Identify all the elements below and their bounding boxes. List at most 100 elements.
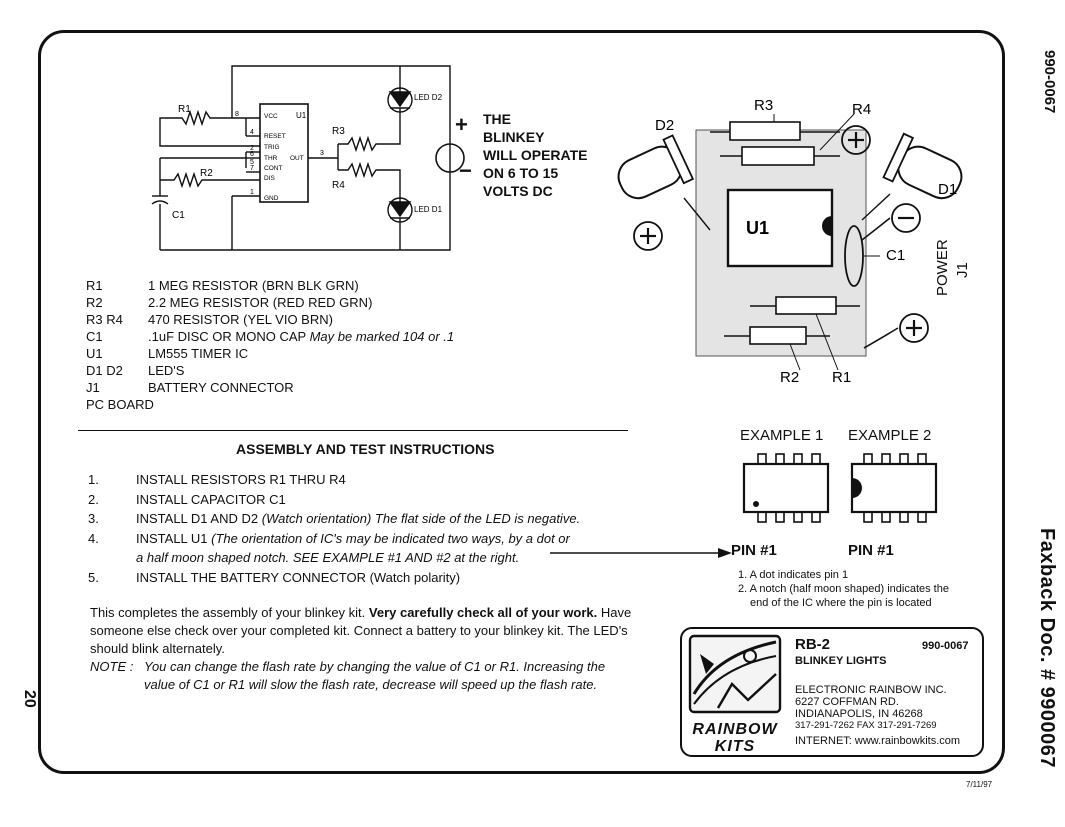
note-line: value of C1 or R1 will slow the flash ra… bbox=[144, 677, 598, 692]
part-desc: .1uF DISC OR MONO CAP bbox=[148, 329, 306, 344]
battery-note-line: THE bbox=[483, 111, 511, 127]
step-note-continued: a half moon shaped notch. SEE EXAMPLE #1… bbox=[136, 550, 520, 565]
step-text: INSTALL U1 bbox=[136, 530, 208, 546]
sch-pin1: 1 bbox=[250, 189, 254, 196]
example-note: 2. A notch (half moon shaped) indicates … bbox=[738, 583, 949, 595]
board-r2-label: R2 bbox=[780, 369, 799, 386]
part-ref: J1 bbox=[86, 380, 100, 395]
step-text: INSTALL THE BATTERY CONNECTOR (Watch pol… bbox=[136, 569, 461, 585]
phone-fax: 317-291-7262 FAX 317-291-7269 bbox=[795, 720, 937, 731]
example-1-pin1-label: PIN #1 bbox=[731, 542, 777, 559]
board-c1-label: C1 bbox=[886, 247, 905, 264]
step-number: 5. bbox=[88, 569, 99, 585]
part-ref: C1 bbox=[86, 329, 103, 344]
para-bold: Very carefully check all of your work. bbox=[368, 605, 598, 620]
part-desc: 2.2 MEG RESISTOR (RED RED GRN) bbox=[148, 295, 373, 310]
sch-led-d2-label: LED D2 bbox=[414, 93, 443, 102]
sch-pin3: 3 bbox=[320, 150, 324, 157]
product-info-box bbox=[680, 627, 984, 757]
para-lead: This completes the assembly of your blin… bbox=[90, 605, 369, 620]
parts-row: PC BOARD bbox=[86, 396, 454, 413]
battery-note-line: WILL OPERATE bbox=[483, 147, 588, 163]
print-date: 7/11/97 bbox=[966, 780, 993, 789]
part-ref: PC BOARD bbox=[86, 397, 154, 412]
step-text: INSTALL RESISTORS R1 THRU R4 bbox=[136, 472, 346, 487]
board-r4-label: R4 bbox=[852, 101, 871, 118]
page-number: 20 bbox=[21, 690, 38, 708]
pc-board-diagram: D2 R3 R4 D1 U1 C1 R2 R1 bbox=[617, 97, 963, 386]
sch-r2-label: R2 bbox=[200, 168, 213, 179]
parts-row: R1 1 MEG RESISTOR (BRN BLK GRN) bbox=[86, 277, 454, 294]
logo-line-1: RAINBOW bbox=[692, 721, 778, 738]
sch-r3-label: R3 bbox=[332, 126, 345, 137]
sch-u1-label: U1 bbox=[296, 111, 307, 120]
part-ref: R1 bbox=[86, 278, 103, 293]
part-ref: R2 bbox=[86, 295, 103, 310]
company-address: ELECTRONIC RAINBOW INC. 6227 COFFMAN RD.… bbox=[795, 684, 960, 747]
battery-plus-sign: + bbox=[455, 112, 468, 137]
instruction-step: 2.INSTALL CAPACITOR C1 bbox=[88, 490, 580, 510]
example-1-title: EXAMPLE 1 bbox=[740, 427, 824, 444]
page-border bbox=[38, 30, 1005, 774]
battery-voltage-note: THE BLINKEY WILL OPERATE ON 6 TO 15 VOLT… bbox=[483, 110, 587, 200]
para-line: someone else check over your completed k… bbox=[90, 623, 628, 638]
part-ref: U1 bbox=[86, 346, 103, 361]
instruction-step: 5. INSTALL THE BATTERY CONNECTOR (Watch p… bbox=[88, 568, 580, 588]
part-note: May be marked 104 or .1 bbox=[309, 329, 455, 344]
step-number: 4. bbox=[88, 530, 99, 546]
doc-number-top: 990-0067 bbox=[1041, 50, 1058, 114]
step-number: 3. bbox=[88, 511, 99, 526]
board-r1-label: R1 bbox=[832, 369, 851, 386]
para-rest: Have bbox=[597, 605, 632, 620]
instructions-title: ASSEMBLY AND TEST INSTRUCTIONS bbox=[236, 441, 495, 457]
part-desc: 1 MEG RESISTOR (BRN BLK GRN) bbox=[148, 278, 359, 293]
part-desc: LED'S bbox=[148, 363, 185, 378]
address-line: 6227 COFFMAN RD. bbox=[795, 696, 899, 708]
example-notes: 1. A dot indicates pin 1 2. A notch (hal… bbox=[738, 568, 949, 610]
board-d1-label: D1 bbox=[938, 181, 957, 198]
instruction-step-continued: a half moon shaped notch. SEE EXAMPLE #1… bbox=[88, 548, 580, 568]
step-note: (Watch orientation) The flat side of the… bbox=[261, 511, 581, 526]
sch-pin7: 7 bbox=[250, 165, 254, 172]
address-line: INDIANAPOLIS, IN 46268 bbox=[795, 708, 923, 720]
product-name: BLINKEY LIGHTS bbox=[795, 655, 887, 667]
board-power-label: POWER bbox=[934, 239, 951, 296]
step-note: (The orientation of IC's may be indicate… bbox=[211, 530, 570, 546]
battery-note-line: VOLTS DC bbox=[483, 183, 553, 199]
internet-link: INTERNET: www.rainbowkits.com bbox=[795, 735, 961, 747]
board-r3-label: R3 bbox=[754, 97, 773, 114]
note-label: NOTE : bbox=[90, 659, 134, 674]
part-ref: R3 R4 bbox=[86, 312, 123, 327]
board-u1-label: U1 bbox=[746, 218, 769, 238]
logo-line-2: KITS bbox=[714, 738, 756, 755]
parts-row: J1 BATTERY CONNECTOR bbox=[86, 379, 454, 396]
parts-row: R3 R4 470 RESISTOR (YEL VIO BRN) bbox=[86, 311, 454, 328]
instruction-step: 1.INSTALL RESISTORS R1 THRU R4 bbox=[88, 470, 580, 490]
example-arrow bbox=[550, 548, 732, 558]
sch-pin6: 6 bbox=[250, 151, 254, 158]
part-desc: BATTERY CONNECTOR bbox=[148, 380, 294, 395]
battery-note-line: BLINKEY bbox=[483, 129, 545, 145]
sch-gnd: GND bbox=[264, 195, 279, 202]
schematic-diagram: R1 R2 R3 R4 C1 U1 LED D2 LED D1 8 4 2 6 … bbox=[151, 65, 451, 251]
board-d2-label: D2 bbox=[655, 117, 674, 134]
sch-out: OUT bbox=[290, 155, 304, 162]
sch-c1-label: C1 bbox=[172, 210, 185, 221]
part-desc: 470 RESISTOR (YEL VIO BRN) bbox=[148, 312, 333, 327]
example-2-pin1-label: PIN #1 bbox=[848, 542, 894, 559]
step-text: INSTALL D1 AND D2 bbox=[136, 511, 259, 526]
step-number: 2. bbox=[88, 491, 99, 507]
example-2-title: EXAMPLE 2 bbox=[848, 427, 932, 444]
section-divider bbox=[78, 430, 628, 431]
board-j1-label: J1 bbox=[954, 262, 971, 278]
battery-note-line: ON 6 TO 15 bbox=[483, 165, 559, 181]
sch-vcc: VCC bbox=[264, 113, 278, 120]
battery-minus-sign: − bbox=[459, 158, 472, 183]
example-note: end of the IC where the pin is located bbox=[750, 597, 932, 609]
sch-pin5: 5 bbox=[250, 159, 254, 166]
sch-dis: DIS bbox=[264, 175, 276, 182]
battery-symbol bbox=[435, 143, 465, 173]
logo-art bbox=[688, 634, 782, 714]
sch-cont: CONT bbox=[264, 165, 282, 172]
